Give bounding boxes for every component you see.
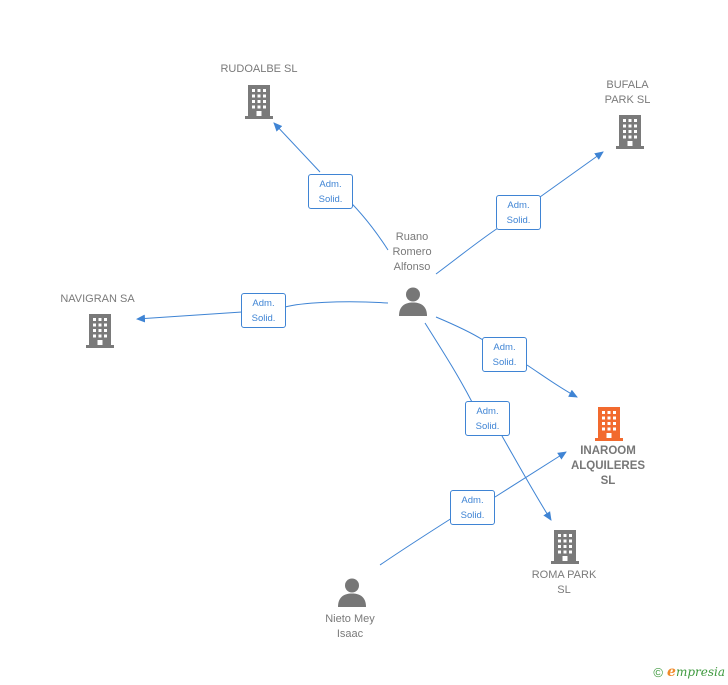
edge-label-line2: Solid. — [475, 421, 500, 432]
edge-ruano-inaroom — [435, 316, 484, 341]
company-label-inaroom[interactable]: INAROOM ALQUILERES SL — [570, 445, 646, 487]
brand-rest: mpresia — [675, 665, 725, 679]
building-icon[interactable] — [245, 85, 273, 119]
edge-label-line2: Solid. — [251, 313, 276, 324]
brand-name: empresia — [667, 664, 725, 680]
edge-nieto-inaroom-head — [494, 451, 567, 498]
edge-ruano-navigran — [284, 301, 389, 308]
person-label-ruano[interactable]: Ruano Romero Alfonso — [392, 231, 432, 273]
building-icon[interactable] — [616, 115, 644, 149]
edge-label-bufala[interactable]: Adm. Solid. — [496, 195, 541, 230]
edge-ruano-inaroom-head — [526, 364, 578, 398]
edge-ruano-bufala — [435, 227, 499, 275]
edge-label-line1: Adm. — [493, 342, 516, 353]
company-label-bufala[interactable]: BUFALA PARK SL — [604, 79, 651, 106]
brand-initial: e — [667, 664, 676, 680]
edge-label-line2: Solid. — [506, 215, 531, 226]
person-icon[interactable] — [338, 578, 366, 608]
company-label-rudoalbe[interactable]: RUDOALBE SL — [220, 63, 298, 75]
edge-label-inaroom[interactable]: Adm. Solid. — [482, 337, 527, 372]
edge-ruano-romapark — [424, 322, 473, 403]
footer-brand[interactable]: © empresia — [653, 664, 725, 680]
edge-label-nieto[interactable]: Adm. Solid. — [450, 490, 495, 525]
edge-nieto-inaroom — [379, 517, 453, 566]
edge-ruano-rudoalbe — [273, 122, 321, 173]
edge-label-rudoalbe[interactable]: Adm. Solid. — [308, 174, 353, 209]
edge-label-line2: Solid. — [492, 357, 517, 368]
edge-label-line1: Adm. — [319, 179, 342, 190]
person-icon[interactable] — [399, 287, 427, 317]
building-icon[interactable] — [551, 530, 579, 564]
edge-label-line1: Adm. — [461, 495, 484, 506]
building-icon[interactable] — [86, 314, 114, 348]
edge-label-romapark[interactable]: Adm. Solid. — [465, 401, 510, 436]
edge-label-line2: Solid. — [460, 510, 485, 521]
edge-label-line1: Adm. — [507, 200, 530, 211]
copyright-symbol: © — [653, 664, 664, 680]
edge-ruano-bufala-head — [539, 151, 604, 198]
edge-label-line1: Adm. — [476, 406, 499, 417]
edge-label-line2: Solid. — [318, 194, 343, 205]
company-label-navigran[interactable]: NAVIGRAN SA — [60, 293, 135, 305]
company-label-romapark[interactable]: ROMA PARK SL — [531, 569, 597, 596]
person-label-nieto[interactable]: Nieto Mey Isaac — [325, 613, 375, 640]
building-icon[interactable] — [595, 407, 623, 441]
edge-label-line1: Adm. — [252, 298, 275, 309]
edge-ruano-romapark-head — [501, 435, 552, 521]
edge-ruano-navigran-head — [136, 311, 243, 323]
edge-label-navigran[interactable]: Adm. Solid. — [241, 293, 286, 328]
